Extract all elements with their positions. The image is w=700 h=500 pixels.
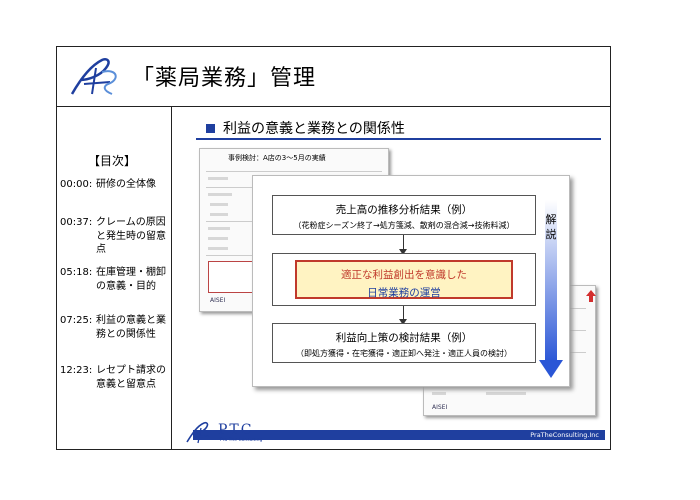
toc-item-time: 00:37: — [60, 217, 93, 228]
sales-analysis-box: 売上高の推移分析結果（例） （花粉症シーズン終了→処方箋減、散剤の混合減→技術料… — [272, 195, 536, 235]
note-box — [208, 261, 260, 293]
toc-item-1[interactable]: 00:00:研修の全体像 — [60, 178, 170, 192]
profit-improvement-box: 利益向上策の検討結果（例） （即処方獲得・在宅獲得・適正卸へ発注・適正人員の検討… — [272, 323, 536, 363]
ptc-wordmark: PTC — [218, 422, 254, 438]
section-heading-text: 利益の意義と業務との関係性 — [223, 121, 405, 137]
sidebar-divider — [171, 107, 172, 449]
toc-item-2[interactable]: 00:37:クレームの原因と発生時の留意点 — [60, 216, 170, 257]
pra-logo-icon — [70, 58, 117, 95]
table-cell — [210, 213, 228, 216]
table-cell — [208, 193, 232, 196]
flow-connector — [403, 235, 404, 249]
toc-item-time: 00:00: — [60, 179, 93, 190]
table-cell — [208, 177, 228, 180]
highlight-line-1: 適正な利益創出を意識した — [341, 269, 467, 281]
case-study-title: 事例検討：A店の3～5月の実績 — [228, 154, 326, 162]
section-bullet-icon — [206, 123, 215, 133]
up-arrow-icon — [586, 290, 596, 302]
table-cell — [208, 237, 228, 240]
footer-company: PraTheConsulting.Inc — [530, 431, 599, 439]
highlight-line-2: 日常業務の運営 — [367, 287, 441, 299]
toc-item-time: 07:25: — [60, 315, 93, 326]
highlight-box: 適正な利益創出を意識した 日常業務の運営 — [295, 260, 513, 299]
toc-item-text: クレームの原因と発生時の留意点 — [96, 217, 166, 255]
page-title: 「薬局業務」管理 — [132, 66, 317, 91]
table-cell — [432, 392, 446, 395]
table-line — [206, 171, 382, 172]
flow-connector — [403, 306, 404, 319]
ptc-logo-icon — [186, 421, 210, 444]
toc-item-text: レセプト請求の意義と留意点 — [96, 365, 166, 390]
header-divider — [57, 106, 610, 107]
toc-item-time: 12:23: — [60, 365, 93, 376]
table-cell — [208, 227, 230, 230]
operation-box: 適正な利益創出を意識した 日常業務の運営 — [272, 253, 536, 306]
toc-item-3[interactable]: 05:18:在庫管理・棚卸の意義・目的 — [60, 266, 170, 293]
table-cell — [486, 392, 526, 395]
sales-analysis-detail: （花粉症シーズン終了→処方箋減、散剤の混合減→技術料減） — [293, 221, 515, 230]
sales-analysis-heading: 売上高の推移分析結果（例） — [335, 204, 473, 216]
table-cell — [210, 203, 228, 206]
table-cell — [208, 247, 228, 250]
toc-title: 【目次】 — [88, 154, 137, 168]
ptc-subtitle: Pra The Consulting — [220, 438, 263, 443]
toc-item-text: 利益の意義と業務との関係性 — [96, 315, 166, 340]
profit-improvement-detail: （即処方獲得・在宅獲得・適正卸へ発注・適正人員の検討） — [296, 349, 512, 358]
toc-item-4[interactable]: 07:25:利益の意義と業務との関係性 — [60, 314, 170, 341]
section-heading: 利益の意義と業務との関係性 — [206, 118, 405, 138]
toc-item-text: 研修の全体像 — [96, 179, 156, 190]
down-arrow-icon — [399, 249, 407, 255]
explanation-arrow-icon — [539, 200, 563, 378]
footer-bar: PraTheConsulting.Inc — [193, 430, 605, 440]
profit-improvement-heading: 利益向上策の検討結果（例） — [335, 332, 473, 344]
toc-item-5[interactable]: 12:23:レセプト請求の意義と留意点 — [60, 364, 170, 391]
toc-item-text: 在庫管理・棚卸の意義・目的 — [96, 267, 166, 292]
down-arrow-icon — [399, 319, 407, 325]
section-underline — [196, 138, 601, 140]
aisei-brand: AISEI — [432, 404, 448, 411]
toc-item-time: 05:18: — [60, 267, 93, 278]
aisei-brand: AISEI — [210, 297, 226, 304]
explanation-label: 解説 — [545, 213, 557, 241]
